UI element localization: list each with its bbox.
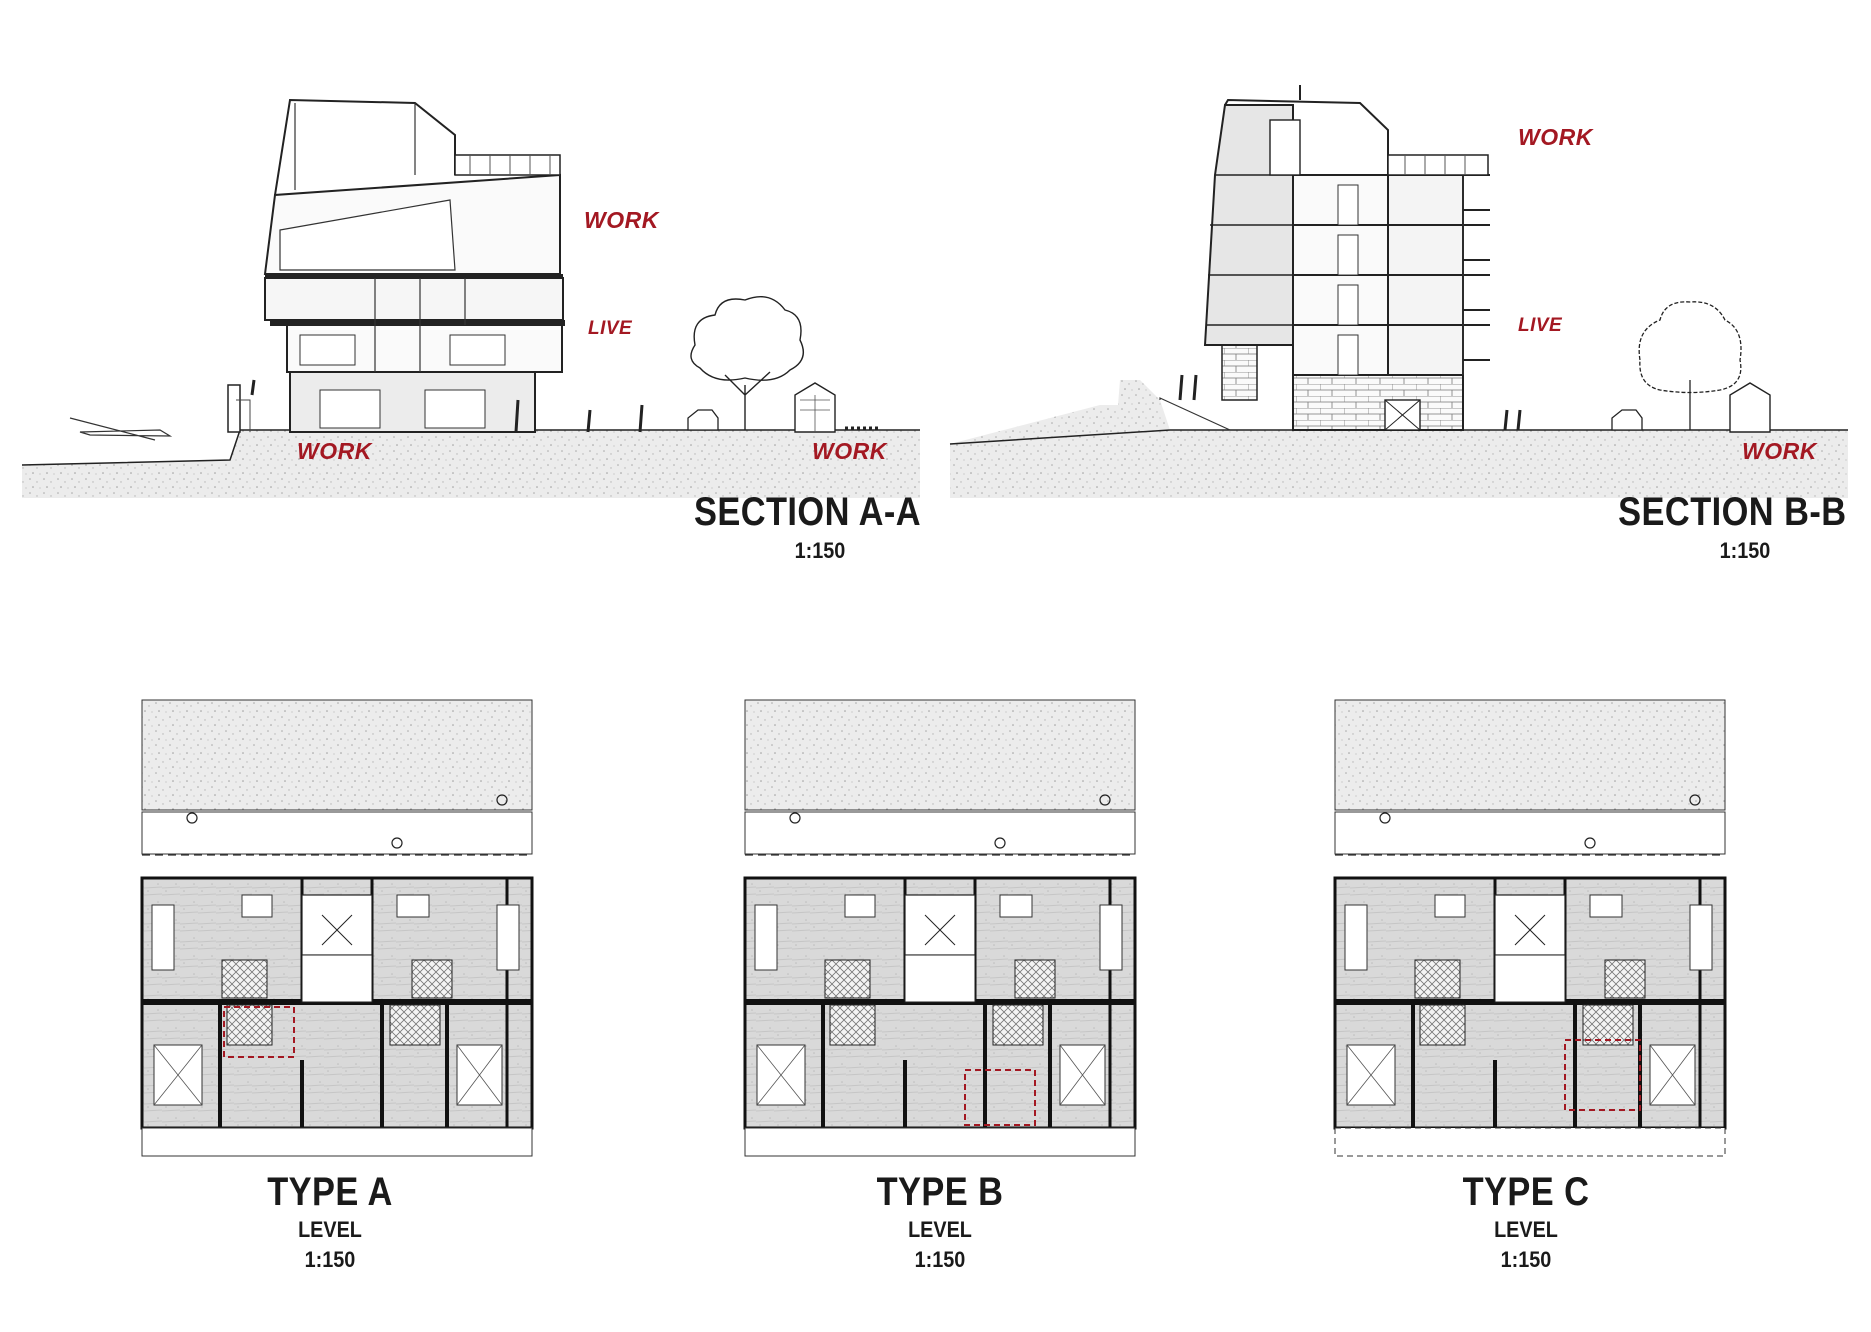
plan-type-c-scale: 1:150	[1500, 1247, 1552, 1272]
section-a-title: SECTION A-A	[693, 490, 921, 534]
section-b-zone-work-upper: WORK	[1518, 124, 1593, 150]
section-b-title: SECTION B-B	[1617, 490, 1846, 534]
section-a-zone-work-ground: WORK	[297, 438, 372, 464]
section-b-zone-live: LIVE	[1518, 315, 1563, 336]
section-a-zone-work-upper: WORK	[584, 207, 659, 233]
floor-plan-type-c	[1333, 699, 1727, 1157]
section-b-zone-work-outdoor: WORK	[1742, 438, 1817, 464]
floor-plan-type-a	[140, 699, 534, 1157]
section-a-a-drawing	[21, 98, 920, 498]
section-b-b-drawing	[949, 85, 1848, 498]
plan-type-c-title: TYPE C	[1462, 1170, 1590, 1214]
floor-plan-type-b	[743, 699, 1137, 1157]
section-b-scale: 1:150	[1719, 538, 1771, 563]
plan-type-a-scale: 1:150	[304, 1247, 356, 1272]
section-a-zone-live: LIVE	[588, 318, 633, 339]
plan-type-c-level: LEVEL	[1494, 1217, 1558, 1242]
plan-type-b-level: LEVEL	[908, 1217, 972, 1242]
plan-type-a-level: LEVEL	[298, 1217, 362, 1242]
plan-type-b-title: TYPE B	[876, 1170, 1004, 1214]
section-a-zone-work-outdoor: WORK	[812, 438, 887, 464]
plan-type-a-title: TYPE A	[267, 1170, 393, 1214]
plan-type-b-scale: 1:150	[914, 1247, 966, 1272]
section-a-scale: 1:150	[794, 538, 846, 563]
floor-plans-layer	[140, 699, 1727, 1157]
